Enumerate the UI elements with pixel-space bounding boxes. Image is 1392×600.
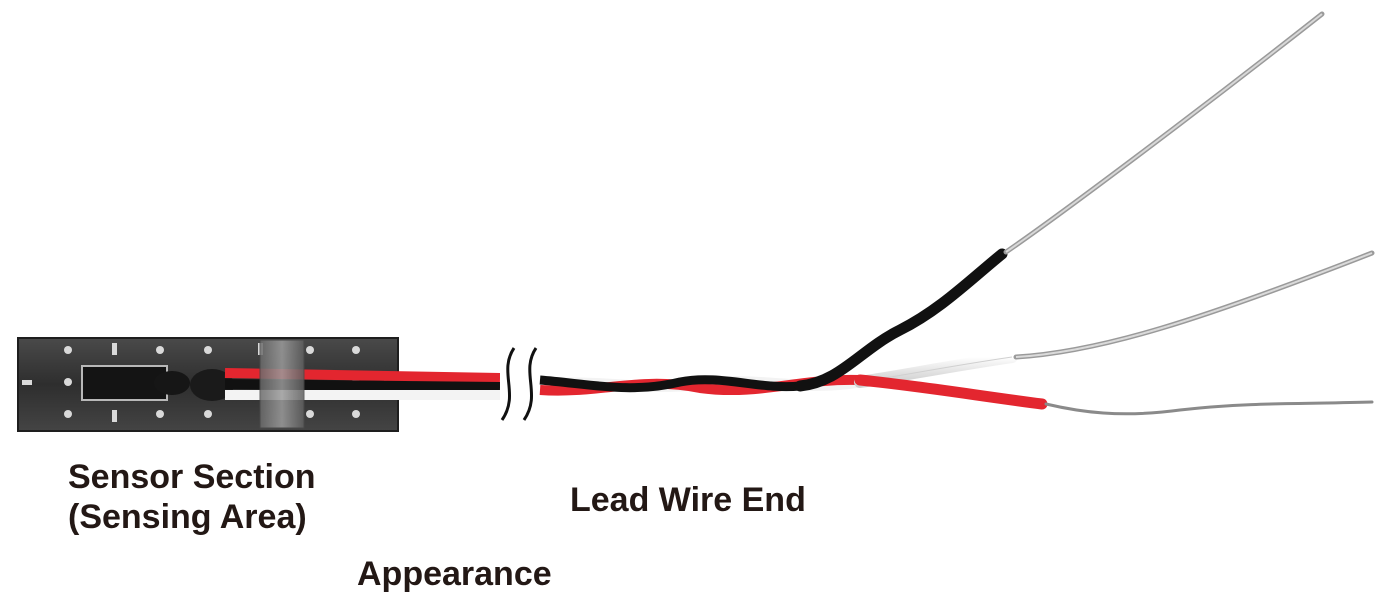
black-wire xyxy=(794,11,1325,392)
appearance-caption: Appearance xyxy=(357,555,552,593)
break-symbol xyxy=(500,347,538,421)
red-wire-conductor xyxy=(1044,400,1374,416)
sensor-section-label: Sensor Section xyxy=(68,458,316,496)
black-wire-conductor xyxy=(1003,11,1325,255)
lead-wire-end-label: Lead Wire End xyxy=(570,481,806,519)
wire-clamp xyxy=(259,339,305,429)
sensing-area xyxy=(81,365,168,401)
red-wire xyxy=(854,374,1374,416)
white-wire-conductor xyxy=(1013,250,1375,360)
solder-joint xyxy=(190,369,234,401)
sensing-area-label: (Sensing Area) xyxy=(68,498,307,536)
white-wire xyxy=(854,250,1375,388)
